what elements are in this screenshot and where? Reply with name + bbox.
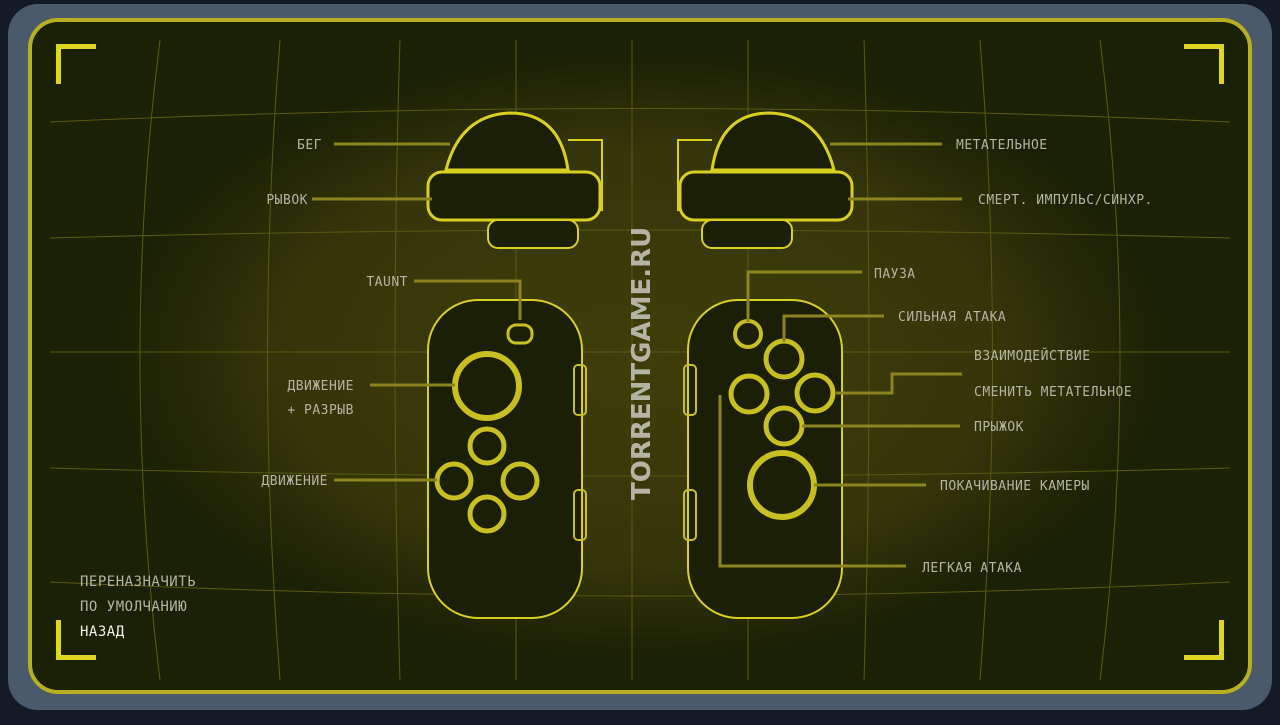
label-light-attack: ЛЕГКАЯ АТАКА xyxy=(922,561,1022,576)
label-run: БЕГ xyxy=(297,138,322,153)
menu-remap[interactable]: ПЕРЕНАЗНАЧИТЬ xyxy=(80,574,196,590)
menu-default[interactable]: ПО УМОЛЧАНИЮ xyxy=(80,599,187,615)
menu-back[interactable]: НАЗАД xyxy=(80,624,125,640)
label-death-impulse: СМЕРТ. ИМПУЛЬС/СИНХР. xyxy=(978,193,1153,208)
dpad-left-icon xyxy=(434,461,474,501)
left-bumper-l xyxy=(426,170,602,249)
button-a-icon xyxy=(794,372,836,414)
button-b-icon xyxy=(763,405,805,447)
callout-lines xyxy=(312,142,962,568)
left-joycon xyxy=(427,299,583,619)
button-y-icon xyxy=(728,373,770,415)
label-jump: ПРЫЖОК xyxy=(974,420,1024,435)
dpad-up-icon xyxy=(467,426,507,466)
dpad-right-icon xyxy=(500,461,540,501)
dpad-down-icon xyxy=(467,494,507,534)
label-heavy-attack: СИЛЬНАЯ АТАКА xyxy=(898,310,1006,325)
plus-button-icon xyxy=(733,319,763,349)
right-stick-icon xyxy=(747,450,817,520)
monitor-frame xyxy=(8,4,1272,710)
label-move-break-2: + РАЗРЫВ xyxy=(287,403,354,418)
minus-button-icon xyxy=(506,323,534,345)
label-throwable: МЕТАТЕЛЬНОЕ xyxy=(956,138,1048,153)
label-move: ДВИЖЕНИЕ xyxy=(261,474,328,489)
button-x-icon xyxy=(763,338,805,380)
label-dash: РЫВОК xyxy=(266,193,308,208)
label-interact: ВЗАИМОДЕЙСТВИЕ xyxy=(974,348,1091,364)
right-bumper-r xyxy=(678,170,854,249)
left-stick-icon xyxy=(452,351,522,421)
left-trigger-zl xyxy=(444,111,603,211)
side-rails xyxy=(573,364,697,541)
watermark-logo: TORRENTGAME.RU xyxy=(627,227,657,500)
label-taunt: TAUNT xyxy=(366,275,408,290)
corner-brackets xyxy=(56,44,1224,660)
label-move-break-1: ДВИЖЕНИЕ xyxy=(287,379,354,394)
label-pause: ПАУЗА xyxy=(874,267,916,282)
label-switch-throwable: СМЕНИТЬ МЕТАТЕЛЬНОЕ xyxy=(974,385,1132,400)
label-camera-sway: ПОКАЧИВАНИЕ КАМЕРЫ xyxy=(940,479,1090,494)
